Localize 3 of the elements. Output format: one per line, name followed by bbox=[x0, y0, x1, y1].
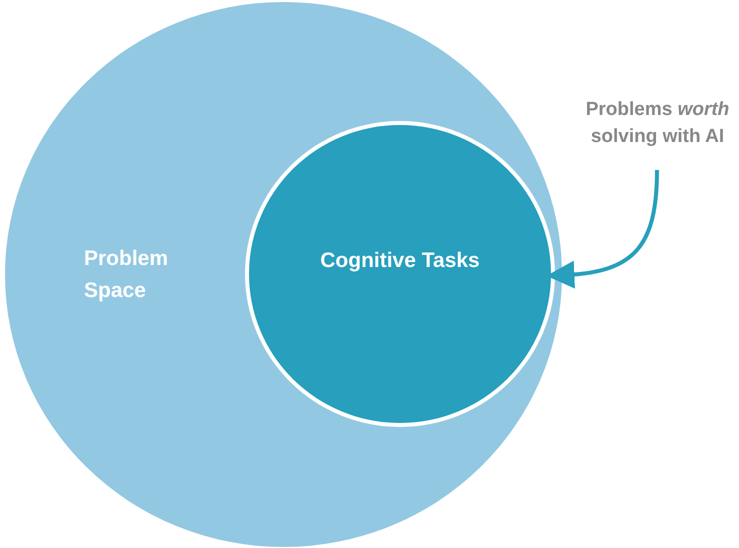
region-label: Problem Space bbox=[84, 246, 170, 304]
region-label: Cognitive Tasks bbox=[319, 248, 481, 274]
annotation-text: Problems worth solving with AI bbox=[584, 98, 730, 149]
